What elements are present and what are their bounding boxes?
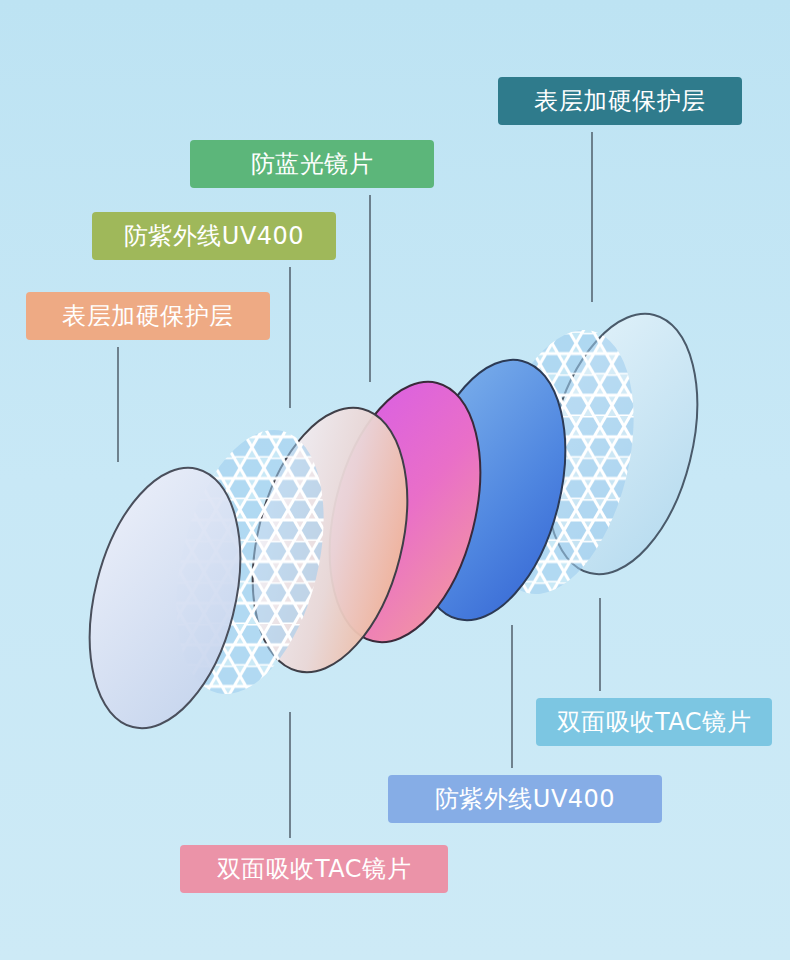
label-text: 双面吸收TAC镜片 — [557, 708, 751, 737]
label-box: 防蓝光镜片 — [190, 140, 434, 188]
label-box: 表层加硬保护层 — [498, 77, 742, 125]
label-text: 双面吸收TAC镜片 — [217, 855, 411, 884]
label-box: 双面吸收TAC镜片 — [180, 845, 448, 893]
label-box: 双面吸收TAC镜片 — [536, 698, 772, 746]
hard-coat-lens — [65, 452, 265, 744]
leader-lines — [118, 132, 600, 838]
label-box: 防紫外线UV400 — [388, 775, 662, 823]
label-box: 防紫外线UV400 — [92, 212, 336, 260]
label-text: 防紫外线UV400 — [435, 785, 615, 814]
label-text: 防蓝光镜片 — [251, 150, 374, 179]
label-text: 表层加硬保护层 — [534, 87, 706, 116]
label-box: 表层加硬保护层 — [26, 292, 270, 340]
label-text: 防紫外线UV400 — [124, 222, 304, 251]
label-text: 表层加硬保护层 — [62, 302, 234, 331]
